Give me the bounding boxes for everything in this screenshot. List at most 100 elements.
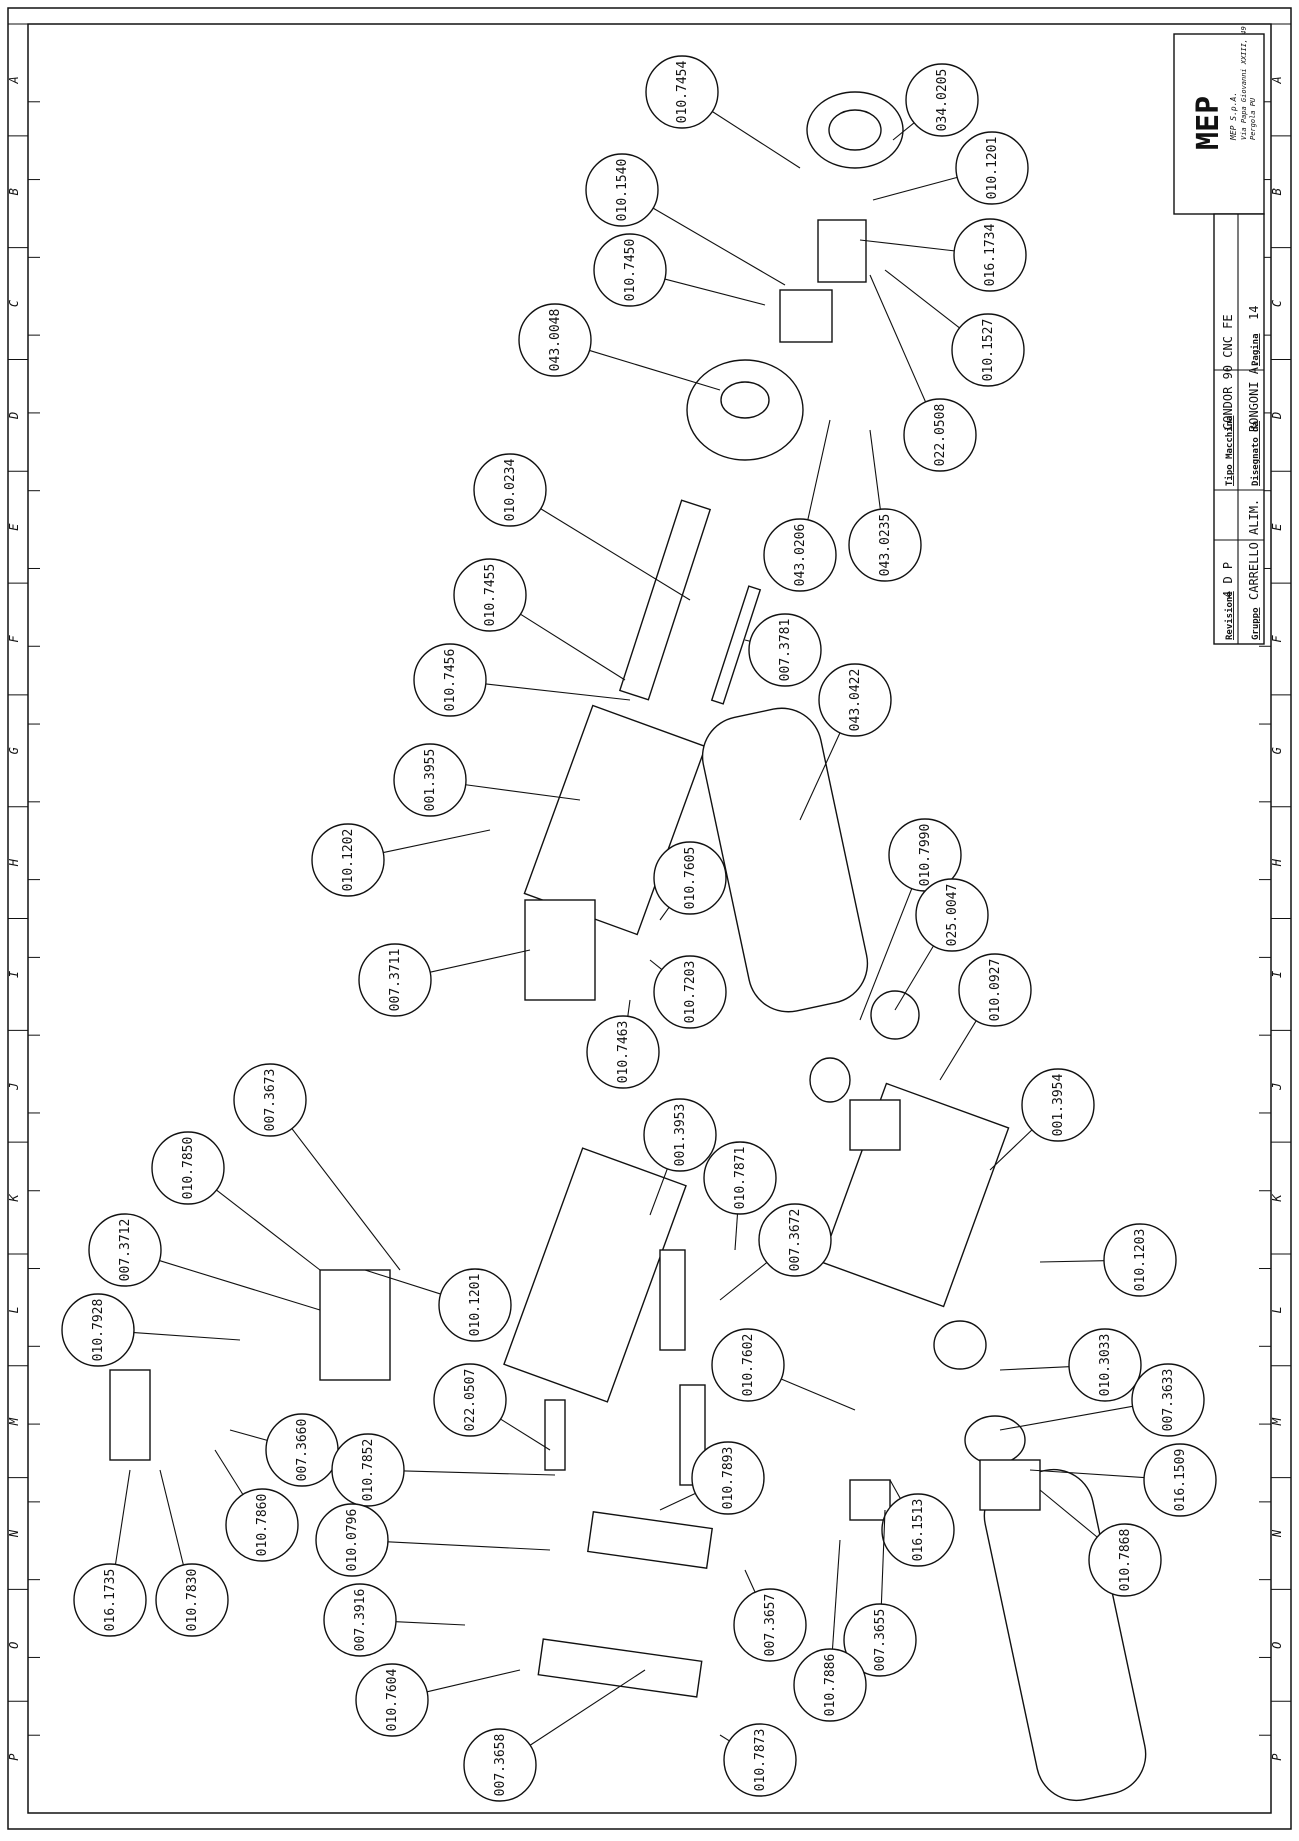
leader-line (1039, 1489, 1098, 1538)
part-code: 016.1734 (983, 224, 998, 287)
ring-cover (964, 1415, 1026, 1465)
part-code: 010.7873 (753, 1729, 768, 1792)
callout-010-7893: 010.7893 (659, 1441, 765, 1515)
part-code: 034.0205 (935, 69, 950, 132)
callout-043-0422: 043.0422 (799, 663, 892, 821)
callout-circle (1021, 1068, 1095, 1142)
leader-line (892, 122, 915, 141)
grid-letter-J: J (1270, 1083, 1284, 1091)
callout-007-3658: 007.3658 (463, 1669, 646, 1802)
grid-letter-L: L (7, 1306, 21, 1313)
callout-010-7868: 010.7868 (1039, 1489, 1162, 1597)
page-label: Pagina (1250, 333, 1261, 366)
grid-letter-H: H (1270, 858, 1284, 867)
leader-line (869, 429, 881, 510)
callout-007-3672: 007.3672 (719, 1203, 832, 1301)
bushing-2 (809, 1057, 851, 1103)
company-address-2: Pergola PU (1249, 97, 1257, 140)
callout-circle (518, 303, 592, 377)
callout-circle (88, 1213, 162, 1287)
leader-line (939, 1020, 977, 1081)
part-code: 010.1201 (985, 137, 1000, 200)
callout-circle (155, 1563, 229, 1637)
callout-circle (643, 1098, 717, 1172)
grid-letter-I: I (7, 971, 21, 978)
callout-circle (331, 1433, 405, 1507)
callout-010-0927: 010.0927 (939, 953, 1032, 1081)
machine-type-label: Tipo Macchina (1224, 416, 1235, 486)
cover-plate (109, 1369, 151, 1461)
callout-010-1201: 010.1201 (364, 1268, 512, 1342)
callout-circle (1131, 1363, 1205, 1437)
leader-line (872, 176, 958, 201)
callout-001-3953: 001.3953 (643, 1098, 717, 1216)
leader-line (859, 239, 955, 252)
leader-line (734, 1213, 739, 1251)
part-code: 007.3672 (788, 1209, 803, 1272)
grid-letter-N: N (1270, 1529, 1284, 1538)
grid-letter-G: G (1270, 747, 1284, 754)
part-code: 010.1527 (981, 319, 996, 382)
grid-letter-E: E (1270, 523, 1284, 531)
callout-circle (763, 518, 837, 592)
grid-letter-P: P (7, 1753, 21, 1761)
part-code: 010.7871 (733, 1147, 748, 1210)
leader-line (485, 683, 631, 701)
callout-010-7455: 010.7455 (453, 558, 626, 681)
callout-043-0206: 043.0206 (763, 419, 837, 592)
callout-circle (793, 1648, 867, 1722)
grid-letter-H: H (7, 858, 21, 867)
grid-letter-C: C (1270, 299, 1284, 307)
leader-line (807, 419, 831, 520)
callout-circle (585, 153, 659, 227)
callout-circle (1143, 1443, 1217, 1517)
part-code: 025.0047 (945, 884, 960, 947)
part-code: 043.0422 (848, 669, 863, 732)
leader-line (719, 1734, 730, 1742)
leader-line (426, 1669, 521, 1693)
callout-010-7850: 010.7850 (151, 1131, 321, 1271)
callout-circle (951, 313, 1025, 387)
part-code: 010.3033 (1098, 1334, 1113, 1397)
callout-circle (73, 1563, 147, 1637)
callout-circle (758, 1203, 832, 1277)
grid-letter-B: B (7, 188, 21, 195)
leader-line (999, 1405, 1133, 1431)
drawn-by-value: RONGONI A. (1247, 360, 1261, 432)
part-code: 001.3953 (673, 1104, 688, 1167)
callout-016-1513: 016.1513 (881, 1479, 955, 1567)
leader-line (659, 906, 670, 921)
callout-010-1540: 010.1540 (585, 153, 786, 286)
leader-line (664, 278, 766, 306)
leader-line (627, 999, 631, 1017)
callout-010-7871: 010.7871 (703, 1141, 777, 1251)
part-code: 010.7456 (443, 649, 458, 712)
callout-circle (711, 1328, 785, 1402)
grid-letter-M: M (7, 1417, 21, 1426)
part-code: 010.7830 (185, 1569, 200, 1632)
group-value: CARRELLO ALIM. (1247, 499, 1261, 600)
callout-circle (233, 1063, 307, 1137)
callout-circle (355, 1663, 429, 1737)
callout-007-3711: 007.3711 (358, 943, 531, 1017)
group-label: Gruppo (1251, 607, 1261, 640)
callout-007-3657: 007.3657 (733, 1569, 807, 1662)
callout-010-1527: 010.1527 (884, 269, 1025, 387)
callout-circle (473, 453, 547, 527)
leader-line (540, 508, 691, 601)
leader-line (520, 613, 626, 681)
callout-010-7860: 010.7860 (214, 1449, 299, 1562)
part-code: 010.7990 (918, 824, 933, 887)
callout-010-7605: 010.7605 (653, 841, 727, 921)
callout-010-1201: 010.1201 (872, 131, 1029, 205)
bearing-housing (933, 1320, 987, 1370)
leader-line (395, 1621, 466, 1626)
leader-line (831, 1539, 841, 1650)
leader-line (884, 269, 960, 329)
callout-010-7990: 010.7990 (859, 818, 962, 1021)
plate-block (524, 899, 596, 1001)
revision-value: 4 D P (1221, 562, 1235, 598)
grid-letter-N: N (7, 1529, 21, 1538)
grid-ticks (8, 23, 1291, 1736)
